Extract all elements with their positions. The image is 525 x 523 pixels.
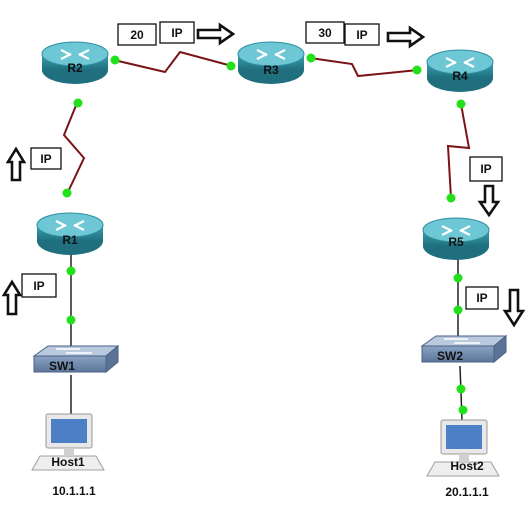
port-dot [456,384,466,394]
ip-box [30,147,62,170]
ip-box [469,156,503,182]
packet-right-upper: IP [469,156,503,182]
ttl-value: 20 [130,28,144,42]
router-r2[interactable]: R2 [41,41,109,84]
link-r2-r3 [113,50,233,74]
ip-box [159,21,195,44]
switch-arrows-icon [56,348,92,354]
router-label: R1 [62,233,78,247]
switch-sw1[interactable]: SW1 [32,344,120,374]
switch-arrows-icon [444,338,480,344]
router-arrows-icon [441,225,471,236]
port-dot [458,405,468,415]
arrow-right-icon [196,22,236,46]
host-host1[interactable]: Host1 10.1.1.1 [31,413,105,498]
arrow-right-icon [386,25,426,49]
arrow-down-icon [477,184,501,218]
computer-icon [31,413,105,471]
port-dot [66,315,76,325]
port-dot [110,55,120,65]
link-r4-r5 [446,103,471,199]
switch-label: SW1 [49,359,75,373]
ip-label: IP [476,291,487,305]
router-r4[interactable]: R4 [426,49,494,92]
port-dot [456,99,466,109]
link-r3-r4 [309,57,419,78]
port-dot [453,305,463,315]
router-label: R2 [67,61,83,75]
arrow-up-icon [5,146,27,182]
router-label: R3 [263,63,279,77]
ttl-box [117,23,157,46]
router-label: R5 [448,235,464,249]
ip-label: IP [171,26,182,40]
ip-box [344,23,380,46]
port-dot [62,188,72,198]
router-arrows-icon [445,57,475,68]
packet-left-upper: IP [30,147,62,170]
router-arrows-icon [55,220,85,231]
ip-box [21,273,57,298]
ip-label: IP [33,279,44,293]
router-arrows-icon [60,49,90,60]
ip-label: IP [40,152,51,166]
port-dot [412,65,422,75]
ip-box [465,286,499,310]
router-label: R4 [452,69,468,83]
computer-icon [426,419,500,477]
ip-label: IP [356,28,367,42]
port-dot [446,193,456,203]
links [62,50,471,421]
host-address: 20.1.1.1 [445,485,489,499]
link-r2-r1 [62,102,86,195]
router-r3[interactable]: R3 [237,41,305,84]
ttl-value: 30 [318,26,332,40]
ip-label: IP [480,162,491,176]
packet-top-left: 20 IP [117,21,195,46]
port-dot [73,98,83,108]
host-label: Host1 [51,455,85,469]
arrow-up-icon [1,279,23,316]
port-dot [306,53,316,63]
packet-right-lower: IP [465,286,499,310]
switch-sw2[interactable]: SW2 [420,334,508,364]
arrow-down-icon [502,288,525,328]
ttl-box [305,21,345,44]
port-dot [226,61,236,71]
router-arrows-icon [256,49,286,60]
port-dots [62,53,468,415]
port-dot [66,266,76,276]
host-host2[interactable]: Host2 20.1.1.1 [426,419,500,499]
packet-top-right: 30 IP [305,21,380,46]
router-r1[interactable]: R1 [36,212,104,255]
packet-left-lower: IP [21,273,57,298]
host-address: 10.1.1.1 [52,484,96,498]
switch-label: SW2 [437,349,463,363]
port-dot [453,273,463,283]
host-label: Host2 [450,459,484,473]
router-r5[interactable]: R5 [422,217,490,260]
